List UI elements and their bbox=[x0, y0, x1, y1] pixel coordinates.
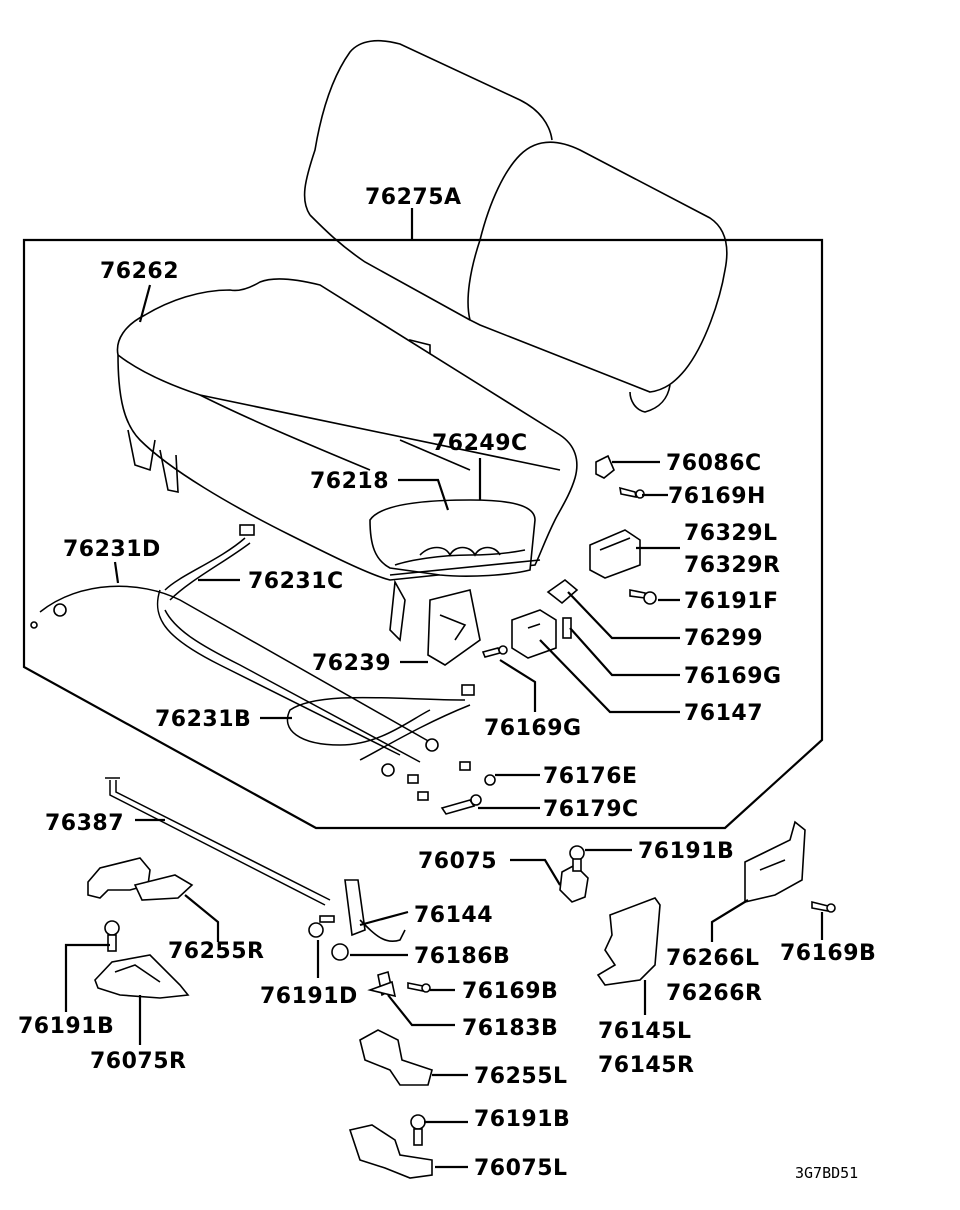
label-76176E: 76176E bbox=[543, 764, 638, 789]
label-76266R: 76266R bbox=[666, 981, 762, 1006]
label-76075: 76075 bbox=[418, 849, 497, 874]
label-76231D: 76231D bbox=[63, 537, 161, 562]
label-76387: 76387 bbox=[45, 811, 124, 836]
label-76186B: 76186B bbox=[414, 944, 510, 969]
label-76169H: 76169H bbox=[668, 484, 766, 509]
label-76231B: 76231B bbox=[155, 707, 251, 732]
label-76249C: 76249C bbox=[432, 431, 528, 456]
diagram-code: 3G7BD51 bbox=[795, 1164, 858, 1182]
seat-back-cushion bbox=[303, 39, 728, 413]
cable-assembly bbox=[30, 524, 475, 801]
label-76179C: 76179C bbox=[543, 797, 639, 822]
label-76183B: 76183B bbox=[462, 1016, 558, 1041]
center-lower-parts bbox=[308, 845, 589, 1179]
label-76147: 76147 bbox=[684, 701, 763, 726]
right-lower-parts bbox=[596, 820, 836, 986]
label-76239: 76239 bbox=[312, 651, 391, 676]
leader-lines bbox=[64, 284, 824, 1169]
label-76262: 76262 bbox=[100, 259, 179, 284]
lower-left-parts bbox=[87, 857, 194, 999]
label-76218: 76218 bbox=[310, 469, 389, 494]
label-76075R: 76075R bbox=[90, 1049, 186, 1074]
label-76145L: 76145L bbox=[598, 1019, 692, 1044]
label-76191F: 76191F bbox=[684, 589, 779, 614]
label-76191D: 76191D bbox=[260, 984, 358, 1009]
label-76255L: 76255L bbox=[474, 1064, 568, 1089]
label-76144: 76144 bbox=[414, 903, 493, 928]
seat-frame bbox=[369, 499, 541, 666]
label-76075L: 76075L bbox=[474, 1156, 568, 1181]
assembly-frame bbox=[22, 238, 824, 830]
label-76169G-b: 76169G bbox=[484, 716, 582, 741]
label-76191B-a: 76191B bbox=[638, 839, 734, 864]
rod-76387 bbox=[105, 777, 331, 906]
label-76329R: 76329R bbox=[684, 553, 780, 578]
label-76191B-b: 76191B bbox=[18, 1014, 114, 1039]
label-76255R: 76255R bbox=[168, 939, 264, 964]
label-76299: 76299 bbox=[684, 626, 763, 651]
label-76231C: 76231C bbox=[248, 569, 344, 594]
label-76086C: 76086C bbox=[666, 451, 762, 476]
label-76191B-c: 76191B bbox=[474, 1107, 570, 1132]
label-76329L: 76329L bbox=[684, 521, 778, 546]
label-76169B-a: 76169B bbox=[780, 941, 876, 966]
label-76169B-b: 76169B bbox=[462, 979, 558, 1004]
label-76169G-a: 76169G bbox=[684, 664, 782, 689]
label-76275A: 76275A bbox=[365, 185, 462, 210]
label-76145R: 76145R bbox=[598, 1053, 694, 1078]
label-76266L: 76266L bbox=[666, 946, 760, 971]
